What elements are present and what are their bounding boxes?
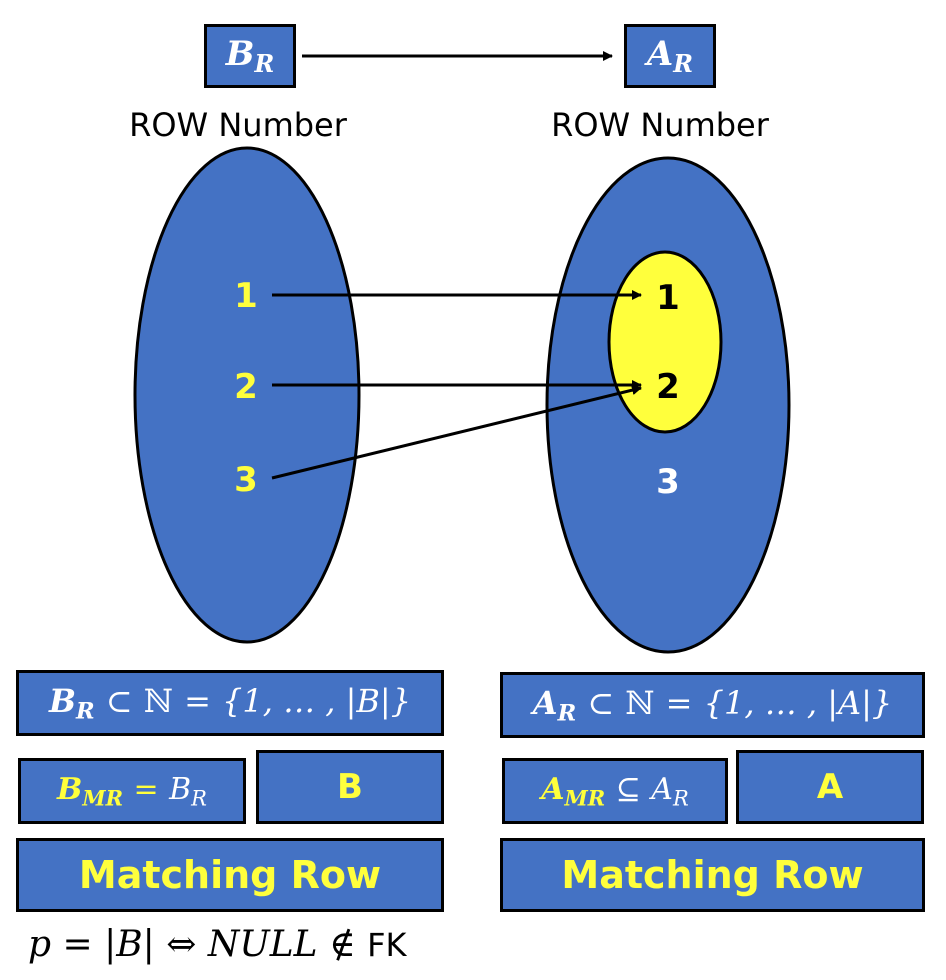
right-unmatched-3: 3 [656, 462, 680, 502]
left-domain-box: BR ⊂ ℕ = {1, … , |B|} [16, 670, 444, 736]
target-header-base: A [646, 33, 674, 74]
right-matched-1: 1 [656, 278, 680, 318]
left-domain-eq: = [184, 681, 211, 720]
source-header-box: BR [204, 24, 296, 88]
right-title-box: Matching Row [500, 838, 925, 912]
left-domain-range: {1, … , |B|} [222, 681, 412, 720]
left-matching-base: B [57, 771, 83, 807]
right-matching-rhs-sub: R [672, 786, 689, 811]
left-domain-rel: ⊂ [105, 681, 133, 720]
left-item-1: 1 [234, 276, 258, 316]
left-title-label: Matching Row [78, 853, 382, 897]
footer-formula-suffix: FK [367, 926, 407, 964]
left-matching-rhs-base: B [169, 771, 192, 807]
right-domain-range: {1, … , |A|} [703, 683, 893, 722]
right-domain-box: AR ⊂ ℕ = {1, … , |A|} [500, 672, 925, 738]
right-matching-eq: ⊆ [615, 771, 641, 807]
right-matching-box: AMR ⊆ AR [502, 758, 728, 824]
right-domain-sub: R [557, 700, 577, 727]
target-caption: ROW Number [551, 106, 769, 144]
right-table-box: A [736, 750, 924, 824]
target-header-box: AR [624, 24, 716, 88]
left-item-2: 2 [234, 367, 258, 407]
source-header-base: B [225, 33, 255, 74]
right-matching-base: A [541, 771, 565, 807]
right-domain-set: ℕ [625, 683, 655, 722]
left-domain-sub: R [75, 698, 95, 725]
target-header-sub: R [673, 50, 694, 79]
right-domain-eq: = [665, 683, 693, 722]
left-domain-base: B [48, 681, 76, 720]
mapping-arrow-3-to-2 [271, 385, 642, 480]
right-table-label: A [816, 767, 844, 807]
left-item-3: 3 [234, 460, 258, 500]
right-title-label: Matching Row [561, 853, 864, 897]
source-header-sub: R [254, 50, 275, 79]
left-matching-box: BMR = BR [18, 758, 246, 824]
left-domain-set: ℕ [143, 681, 173, 720]
footer-formula-main: p = |B| ⇔ NULL ∉ [28, 924, 356, 965]
left-matching-sub: MR [82, 785, 124, 811]
source-caption: ROW Number [129, 106, 347, 144]
right-domain-rel: ⊂ [587, 683, 615, 722]
right-matching-rhs-base: A [651, 771, 673, 807]
right-matching-sub: MR [564, 785, 606, 811]
left-title-box: Matching Row [16, 838, 444, 912]
left-table-box: B [256, 750, 444, 824]
left-set-ellipse [133, 146, 361, 644]
footer-formula: p = |B| ⇔ NULL ∉ FK [28, 924, 406, 965]
left-matching-rhs-sub: R [191, 786, 207, 811]
left-matching-eq: = [133, 771, 159, 807]
left-table-label: B [337, 767, 363, 807]
right-matched-2: 2 [656, 367, 680, 407]
right-domain-base: A [532, 683, 558, 722]
